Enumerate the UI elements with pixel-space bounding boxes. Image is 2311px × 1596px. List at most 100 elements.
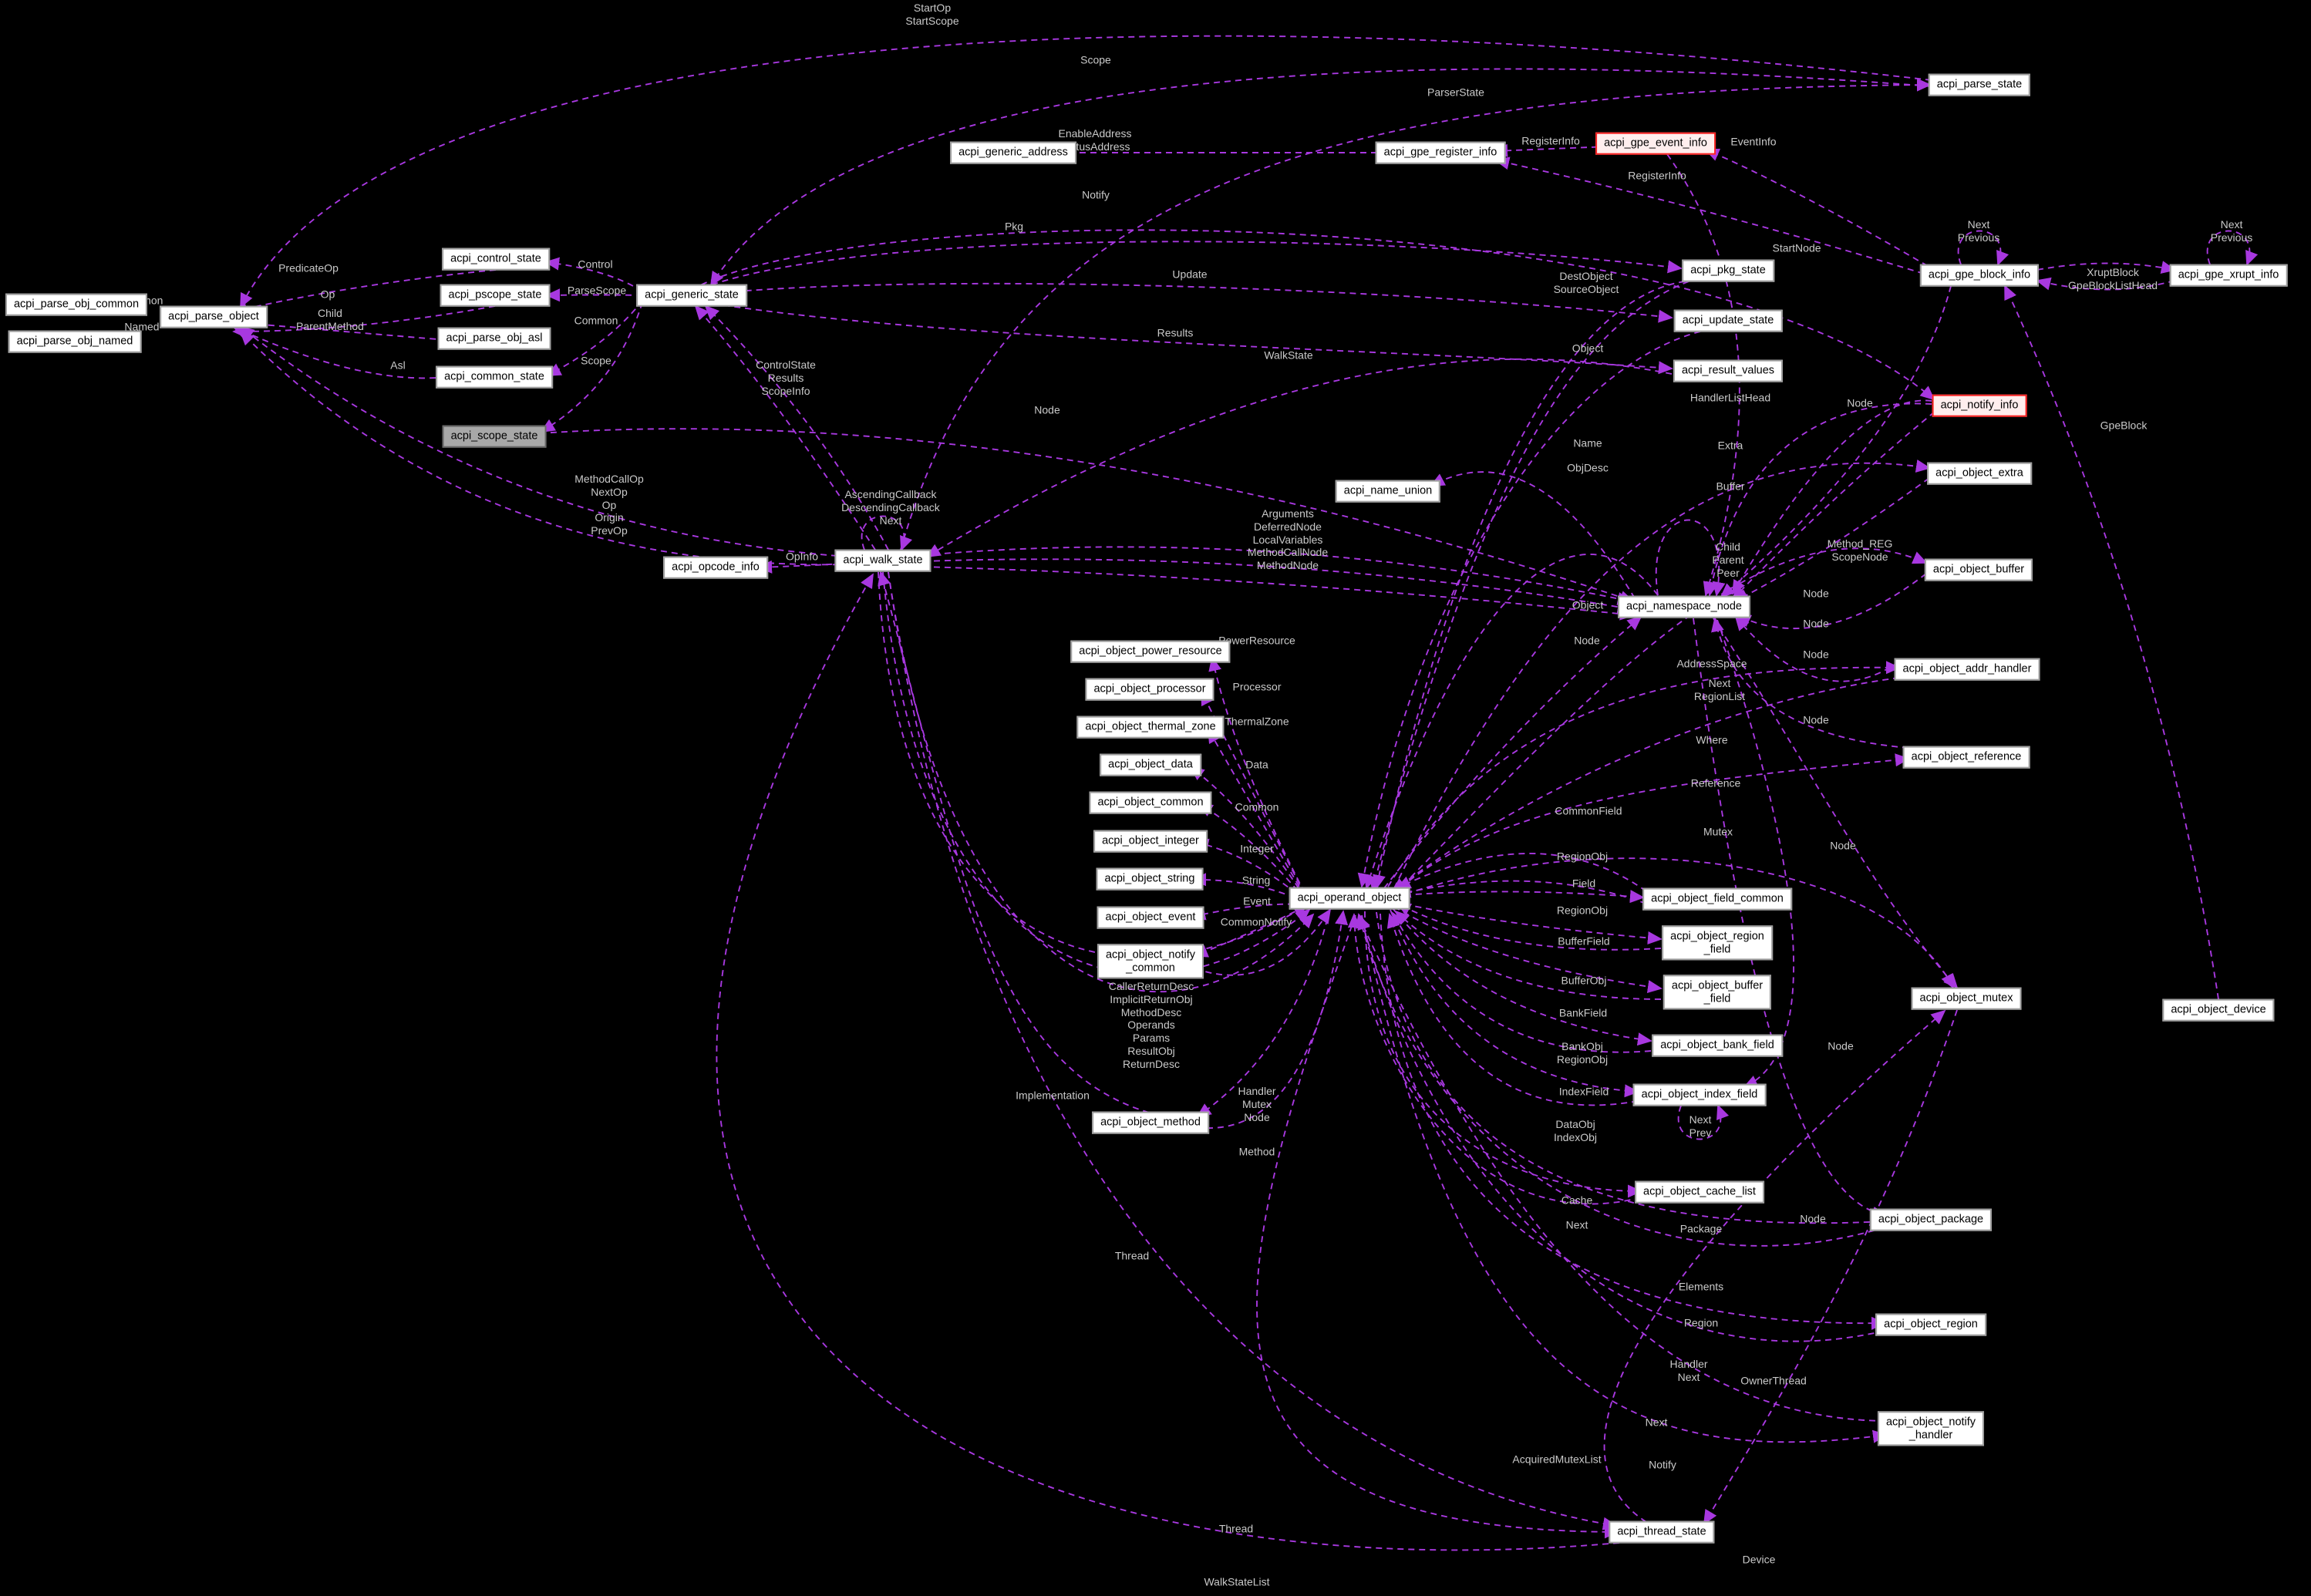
relation-edge [1704,148,1929,267]
node-acpi_result_values[interactable]: acpi_result_values [1673,359,1784,382]
edge-label: Region [1683,1316,1719,1329]
node-acpi_object_integer[interactable]: acpi_object_integer [1093,830,1208,853]
node-acpi_object_bank_field[interactable]: acpi_object_bank_field [1652,1034,1783,1057]
relation-edge [1494,157,1925,274]
node-acpi_object_cache_list[interactable]: acpi_object_cache_list [1635,1180,1764,1204]
edge-label: AcquiredMutexList [1512,1453,1602,1466]
relation-edge [1396,853,1647,892]
node-acpi_control_state[interactable]: acpi_control_state [442,247,550,271]
node-acpi_opcode_info[interactable]: acpi_opcode_info [663,556,768,579]
node-acpi_object_processor[interactable]: acpi_object_processor [1085,678,1214,701]
relation-edge [1376,911,1886,1229]
node-acpi_object_package[interactable]: acpi_object_package [1869,1208,1993,1231]
node-acpi_parse_obj_asl[interactable]: acpi_parse_obj_asl [437,327,551,350]
relation-edge [878,571,1150,1113]
edge-label: RegionObj [1556,904,1609,917]
node-acpi_notify_info[interactable]: acpi_notify_info [1932,394,2027,417]
node-acpi_object_reference[interactable]: acpi_object_reference [1902,746,2030,769]
node-acpi_common_state[interactable]: acpi_common_state [436,365,553,389]
node-acpi_object_buffer_field[interactable]: acpi_object_buffer _field [1663,975,1772,1010]
edge-label: Buffer [1716,480,1745,493]
node-acpi_object_region_field[interactable]: acpi_object_region _field [1662,925,1773,961]
node-acpi_parse_obj_named[interactable]: acpi_parse_obj_named [8,330,142,353]
edge-label: Next [1645,1416,1668,1429]
node-acpi_update_state[interactable]: acpi_update_state [1673,309,1783,332]
node-acpi_object_device[interactable]: acpi_object_device [2162,998,2275,1022]
relation-edge [1196,907,1331,1118]
edge-label: Next RegionList [1693,677,1746,702]
node-acpi_object_power_resource[interactable]: acpi_object_power_resource [1070,640,1231,663]
node-acpi_object_notify_common[interactable]: acpi_object_notify _common [1097,944,1204,979]
edge-label: Cache [1561,1194,1593,1207]
edge-label: Notify [1649,1458,1676,1471]
relation-edge [1394,910,1662,1000]
edge-label: Node [1847,396,1873,409]
node-acpi_gpe_register_info[interactable]: acpi_gpe_register_info [1375,141,1506,164]
edge-label: Where [1696,733,1728,746]
relation-edge [1396,880,1647,904]
node-acpi_object_data[interactable]: acpi_object_data [1100,753,1201,776]
relation-edge [1201,690,1305,895]
edge-label: Node [1803,587,1829,600]
relation-edge [1716,619,1795,1088]
node-acpi_namespace_node[interactable]: acpi_namespace_node [1618,595,1750,618]
edge-label: RegisterInfo [1628,169,1686,182]
edge-label: Implementation [1016,1089,1090,1102]
edge-label: Mutex [1703,825,1733,838]
relation-edge [1357,331,1701,888]
relation-edge [545,288,643,302]
node-acpi_thread_state[interactable]: acpi_thread_state [1609,1520,1715,1544]
node-acpi_object_index_field[interactable]: acpi_object_index_field [1632,1083,1767,1106]
node-acpi_parse_object[interactable]: acpi_parse_object [160,305,268,328]
edge-label: Node [1803,617,1829,630]
relation-edge [232,305,496,338]
relation-edge [1390,909,1639,1098]
node-acpi_object_event[interactable]: acpi_object_event [1097,906,1204,929]
node-acpi_object_region[interactable]: acpi_object_region [1875,1313,1986,1336]
node-acpi_pscope_state[interactable]: acpi_pscope_state [440,284,551,307]
relation-edge [691,241,1683,293]
edge-label: DestObject SourceObject [1553,270,1619,295]
node-acpi_pkg_state[interactable]: acpi_pkg_state [1682,259,1774,282]
edge-label: Asl [390,359,406,372]
node-acpi_name_union[interactable]: acpi_name_union [1335,480,1441,503]
node-acpi_object_mutex[interactable]: acpi_object_mutex [1911,987,2022,1010]
edge-label: MethodCallOp NextOp Op Origin PrevOp [574,473,644,537]
relation-edge [1387,661,1901,887]
node-acpi_generic_address[interactable]: acpi_generic_address [950,141,1076,164]
relation-edge [716,573,1620,1551]
node-acpi_object_extra[interactable]: acpi_object_extra [1927,462,2032,485]
node-acpi_object_notify_handler[interactable]: acpi_object_notify _handler [1877,1411,1985,1446]
node-acpi_object_field_common[interactable]: acpi_object_field_common [1642,887,1792,911]
node-acpi_object_common[interactable]: acpi_object_common [1089,791,1212,814]
relation-edge [240,35,1932,308]
edge-label: OwnerThread [1740,1374,1807,1387]
node-acpi_parse_obj_common[interactable]: acpi_parse_obj_common [5,293,148,316]
node-acpi_scope_state[interactable]: acpi_scope_state [442,425,547,448]
node-acpi_gpe_event_info[interactable]: acpi_gpe_event_info [1595,132,1716,155]
node-acpi_object_string[interactable]: acpi_object_string [1096,867,1204,891]
relation-edge [878,571,1309,958]
relation-edge [2004,285,2219,1000]
node-acpi_object_buffer[interactable]: acpi_object_buffer [1924,558,2033,581]
edge-label: Next Prev [1689,1113,1712,1139]
node-acpi_object_addr_handler[interactable]: acpi_object_addr_handler [1894,658,2040,681]
edge-label: XruptBlock GpeBlockListHead [2068,266,2158,291]
node-acpi_walk_state[interactable]: acpi_walk_state [834,549,931,572]
relation-edge [1392,753,1910,895]
edge-label: PowerResource [1218,634,1295,647]
edge-label: Results [1157,326,1194,339]
node-acpi_gpe_xrupt_info[interactable]: acpi_gpe_xrupt_info [2169,264,2288,287]
relation-edge [2036,261,2176,274]
node-acpi_gpe_block_info[interactable]: acpi_gpe_block_info [1919,264,2040,287]
node-acpi_object_method[interactable]: acpi_object_method [1092,1111,1209,1134]
edge-label: RegionObj [1556,850,1609,863]
node-acpi_object_thermal_zone[interactable]: acpi_object_thermal_zone [1076,716,1225,739]
node-acpi_generic_state[interactable]: acpi_generic_state [636,284,747,307]
node-acpi_parse_state[interactable]: acpi_parse_state [1928,73,2031,96]
edge-label: IndexField [1558,1085,1609,1098]
relation-edge [1364,554,1659,890]
relation-edge [1693,618,1888,1220]
node-acpi_operand_object[interactable]: acpi_operand_object [1289,887,1410,910]
relation-edge [691,282,1673,323]
